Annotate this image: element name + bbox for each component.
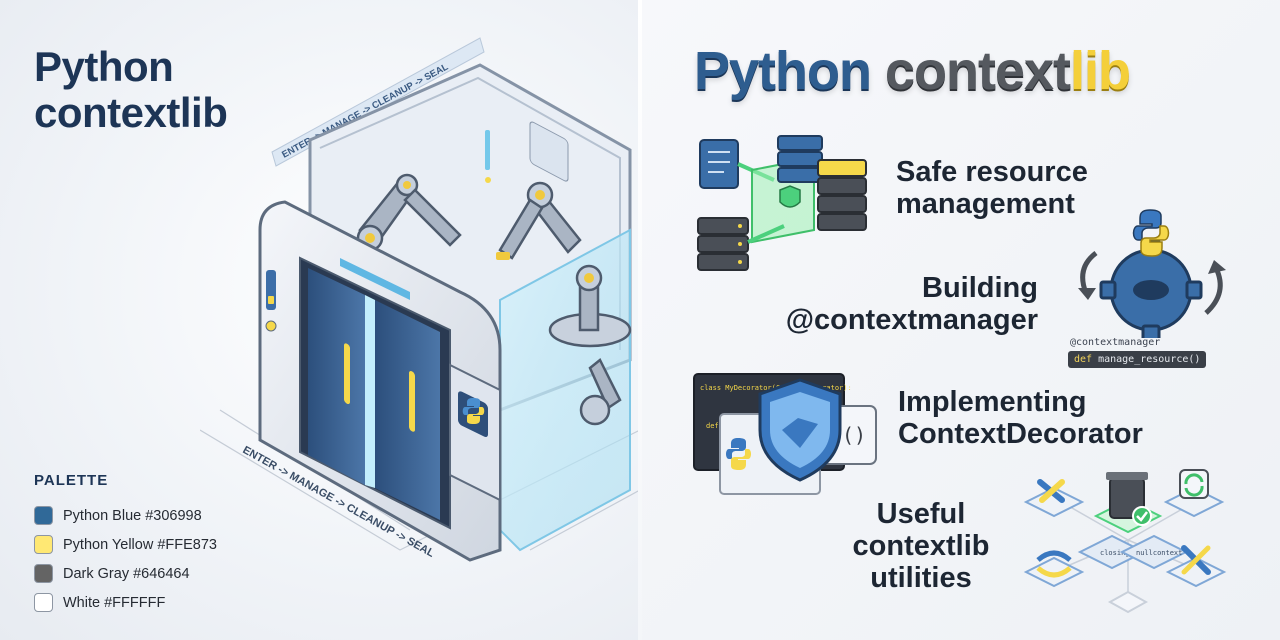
- palette-label: White #FFFFFF: [63, 594, 166, 611]
- code-def-line: def manage_resource(): [1068, 351, 1207, 368]
- server-stack-left: [697, 217, 749, 271]
- palette-heading: PALETTE: [34, 472, 109, 489]
- utilities-icon: closing nullcontext: [1023, 469, 1227, 614]
- feature-line: @contextmanager: [785, 304, 1038, 336]
- feature-line: ContextDecorator: [898, 418, 1143, 450]
- palette-legend: PALETTE Python Blue #306998 Python Yello…: [34, 472, 217, 617]
- left-title: Python contextlib: [34, 43, 228, 136]
- feature-line: Useful: [876, 498, 966, 530]
- trash-check-icon: [1093, 472, 1163, 534]
- right-panel: Python contextlib Safe resource manage: [642, 0, 1280, 640]
- database-shield-icon: [697, 135, 867, 271]
- palette-label: Python Yellow #FFE873: [63, 536, 217, 553]
- right-title-context: context: [885, 41, 1071, 101]
- python-gear-icon: [1078, 209, 1226, 338]
- left-panel: Python contextlib ENTER -> MANAGE -> CLE…: [0, 0, 640, 640]
- palette-item-blue: Python Blue #306998: [34, 501, 217, 530]
- feature-line: Building: [922, 272, 1038, 304]
- right-title-python: Python: [694, 41, 885, 101]
- server-stack-blue: [777, 135, 823, 183]
- util-tile-closing-text: closing: [1100, 549, 1130, 557]
- panel-divider: [638, 0, 642, 640]
- feature-safe-resource: Safe resource management: [896, 156, 1088, 220]
- util-tile-nullcontext-text: nullcontext: [1136, 549, 1182, 557]
- util-tile-refresh: [1163, 469, 1225, 518]
- palette-label: Python Blue #306998: [63, 507, 202, 524]
- palette-label: Dark Gray #646464: [63, 565, 190, 582]
- feature-line: utilities: [870, 562, 972, 594]
- code-decorator: @contextmanager: [1070, 337, 1161, 348]
- left-title-line1: Python: [34, 43, 174, 90]
- context-chamber-illustration: ENTER -> MANAGE -> CLEANUP -> SEAL ENTER…: [200, 37, 640, 562]
- feature-contextmanager: Building @contextmanager: [768, 272, 1038, 336]
- swatch-gray: [34, 564, 53, 583]
- code-keyword: def: [1074, 354, 1093, 365]
- palette-item-yellow: Python Yellow #FFE873: [34, 530, 217, 559]
- code-signature: manage_resource(): [1092, 354, 1201, 365]
- feature-line: management: [896, 188, 1075, 220]
- server-stack-yellow: [817, 159, 867, 231]
- shield-decorator-icon: class MyDecorator(ContextDecorator): def…: [693, 373, 877, 495]
- swatch-yellow: [34, 535, 53, 554]
- python-logo-icon: [462, 398, 485, 424]
- feature-line: Implementing: [898, 386, 1087, 418]
- code-badge: @contextmanager def manage_resource(): [1068, 336, 1207, 368]
- swatch-blue: [34, 506, 53, 525]
- right-title: Python contextlib: [694, 38, 1131, 104]
- right-title-lib: lib: [1070, 41, 1131, 101]
- util-tile-wrench: [1023, 479, 1085, 518]
- util-tile-tools: [1165, 545, 1227, 588]
- palette-item-white: White #FFFFFF: [34, 588, 217, 617]
- decorator-code-def: def: [706, 422, 719, 430]
- util-tile-arrows: [1023, 550, 1085, 588]
- robot-arms: [356, 173, 632, 426]
- left-title-line2: contextlib: [34, 89, 228, 136]
- feature-utilities: Useful contextlib utilities: [826, 498, 1016, 594]
- feature-line: contextlib: [852, 530, 990, 562]
- palette-item-gray: Dark Gray #646464: [34, 559, 217, 588]
- swatch-white: [34, 593, 53, 612]
- feature-contextdecorator: Implementing ContextDecorator: [898, 386, 1143, 450]
- yellow-joints: [365, 181, 594, 283]
- feature-line: Safe resource: [896, 156, 1088, 188]
